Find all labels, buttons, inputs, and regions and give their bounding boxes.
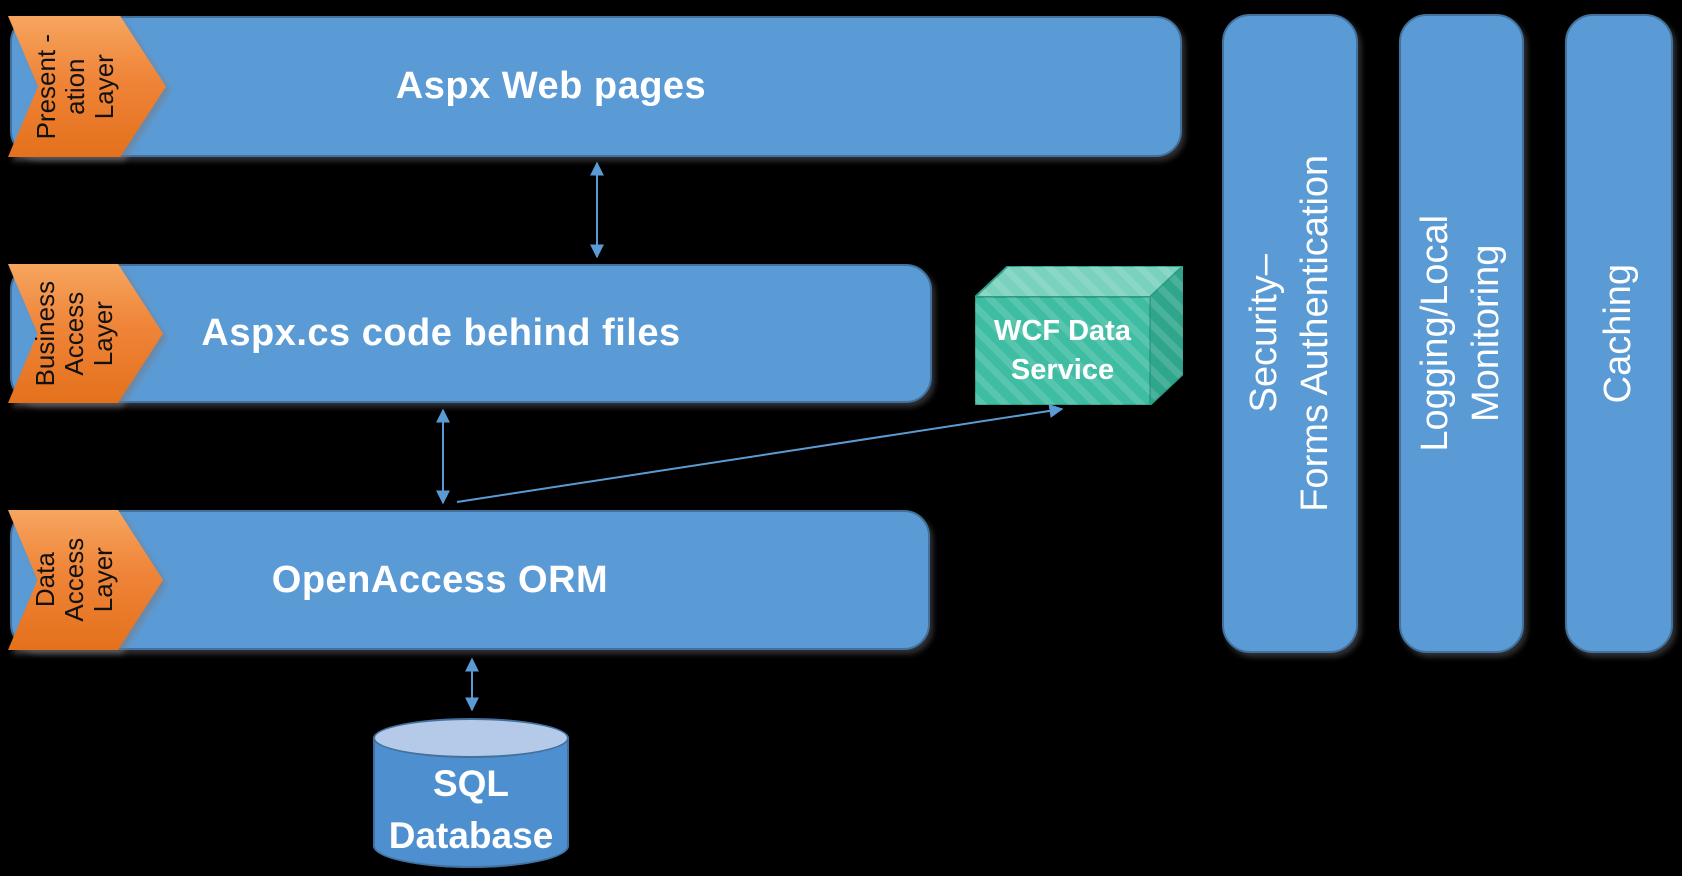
bar-logging: Logging/Local Monitoring <box>1399 14 1524 653</box>
wcf-cube-icon <box>975 266 1183 405</box>
wcf-label-line: WCF Data <box>994 314 1131 347</box>
chevron-presentation-label: Present - ation Layer <box>31 33 120 140</box>
bar-data-label: OpenAccess ORM <box>271 558 609 601</box>
sql-label-line: SQL <box>432 763 510 805</box>
arrow-data-wcf-icon <box>456 403 1064 503</box>
bar-security: Security– Forms Authentication <box>1222 14 1358 653</box>
sql-database-cylinder <box>373 737 569 868</box>
bar-data-layer: OpenAccess ORM <box>10 510 930 650</box>
chevron-label-line: Data <box>29 552 60 608</box>
bar-logging-label: Logging/Local Monitoring <box>1410 215 1513 452</box>
chevron-label-line: Layer <box>89 53 120 120</box>
sql-database-label: SQL Database <box>373 756 569 864</box>
sql-label-line: Database <box>388 815 554 856</box>
chevron-label-line: ation <box>60 58 91 115</box>
bar-caching-label: Caching <box>1593 264 1644 403</box>
chevron-label-line: Access <box>59 291 90 376</box>
bar-presentation-layer: Aspx Web pages <box>10 16 1182 157</box>
wcf-service-label: WCF Data Service <box>975 297 1150 405</box>
chevron-business-label: Business Access Layer <box>29 280 119 387</box>
chevron-business-layer: Business Access Layer <box>8 264 163 403</box>
chevron-label-line: Layer <box>88 300 119 367</box>
bar-presentation-label: Aspx Web pages <box>395 65 707 107</box>
vbar-label-line: Monitoring <box>1465 244 1508 423</box>
vbar-label-line: Logging/Local <box>1414 215 1457 452</box>
wcf-label-line: Service <box>1010 354 1115 386</box>
chevron-data-label: Data Access Layer <box>29 538 119 622</box>
chevron-label-line: Present - <box>31 33 62 140</box>
chevron-data-layer: Data Access Layer <box>8 510 163 650</box>
bar-business-layer: Aspx.cs code behind files <box>10 264 932 403</box>
chevron-label-line: Business <box>29 280 60 387</box>
vbar-label-line: Caching <box>1597 263 1640 404</box>
vbar-label-line: Forms Authentication <box>1294 155 1336 512</box>
bar-security-label: Security– Forms Authentication <box>1239 155 1342 512</box>
chevron-label-line: Layer <box>88 547 119 613</box>
sql-database-cylinder-top <box>373 718 569 758</box>
bar-caching: Caching <box>1565 14 1673 653</box>
vbar-label-line: Security– <box>1242 254 1285 413</box>
chevron-label-line: Access <box>59 538 90 622</box>
chevron-presentation-layer: Present - ation Layer <box>8 16 166 157</box>
bar-business-label: Aspx.cs code behind files <box>201 312 681 354</box>
